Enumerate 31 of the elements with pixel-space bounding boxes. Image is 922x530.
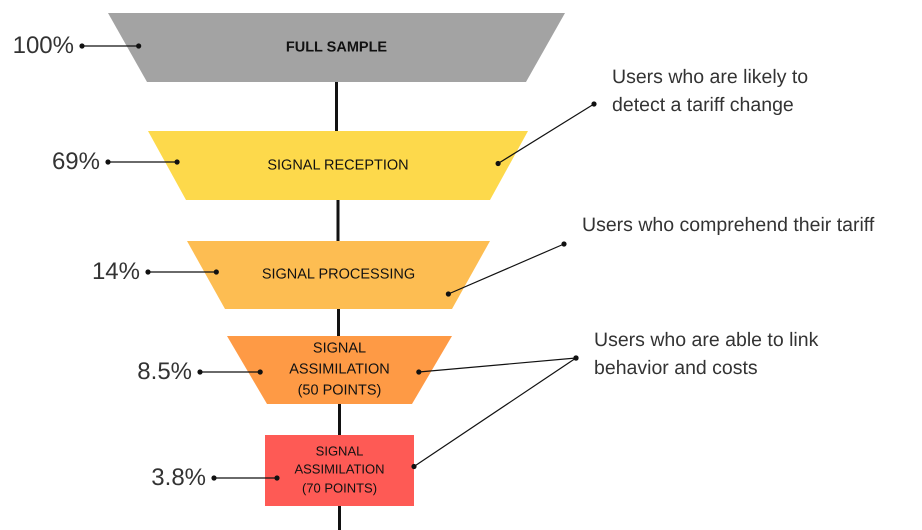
funnel-spine-line — [338, 404, 341, 435]
annotation-text: Users who comprehend their tariff — [582, 213, 876, 238]
funnel-spine-line — [337, 309, 340, 336]
percentage-label: 69% — [50, 147, 100, 177]
leader-line — [79, 43, 142, 49]
percentage-label: 8.5% — [136, 357, 192, 387]
funnel-stage-box — [265, 435, 414, 506]
stage-label: SIGNAL PROCESSING — [260, 266, 416, 284]
funnel-stage — [227, 336, 452, 404]
funnel-stage — [148, 131, 528, 200]
funnel-stage — [108, 13, 565, 82]
annotation-text: Users who are able to link behavior and costs — [594, 328, 820, 381]
stage-label: FULL SAMPLE — [284, 38, 388, 57]
leader-line — [197, 369, 263, 375]
leader-line — [211, 475, 280, 481]
stage-label: SIGNAL ASSIMILATION (70 POINTS) — [293, 442, 386, 498]
annotation-text: Users who are likely to detect a tariff change — [612, 65, 810, 118]
percentage-label: 3.8% — [150, 463, 206, 493]
leader-line — [496, 101, 597, 166]
leader-line — [411, 355, 579, 470]
stage-label: SIGNAL RECEPTION — [266, 156, 410, 175]
funnel-stage — [187, 241, 490, 309]
leader-line — [105, 159, 180, 165]
funnel-spine-line — [335, 82, 338, 131]
funnel-spine-line — [338, 506, 341, 530]
leader-line — [446, 241, 567, 297]
percentage-label: 14% — [90, 257, 140, 287]
stage-label: SIGNAL ASSIMILATION (50 POINTS) — [288, 339, 391, 400]
funnel-spine-line — [336, 200, 340, 241]
percentage-label: 100% — [12, 31, 74, 61]
leader-line — [145, 269, 219, 275]
